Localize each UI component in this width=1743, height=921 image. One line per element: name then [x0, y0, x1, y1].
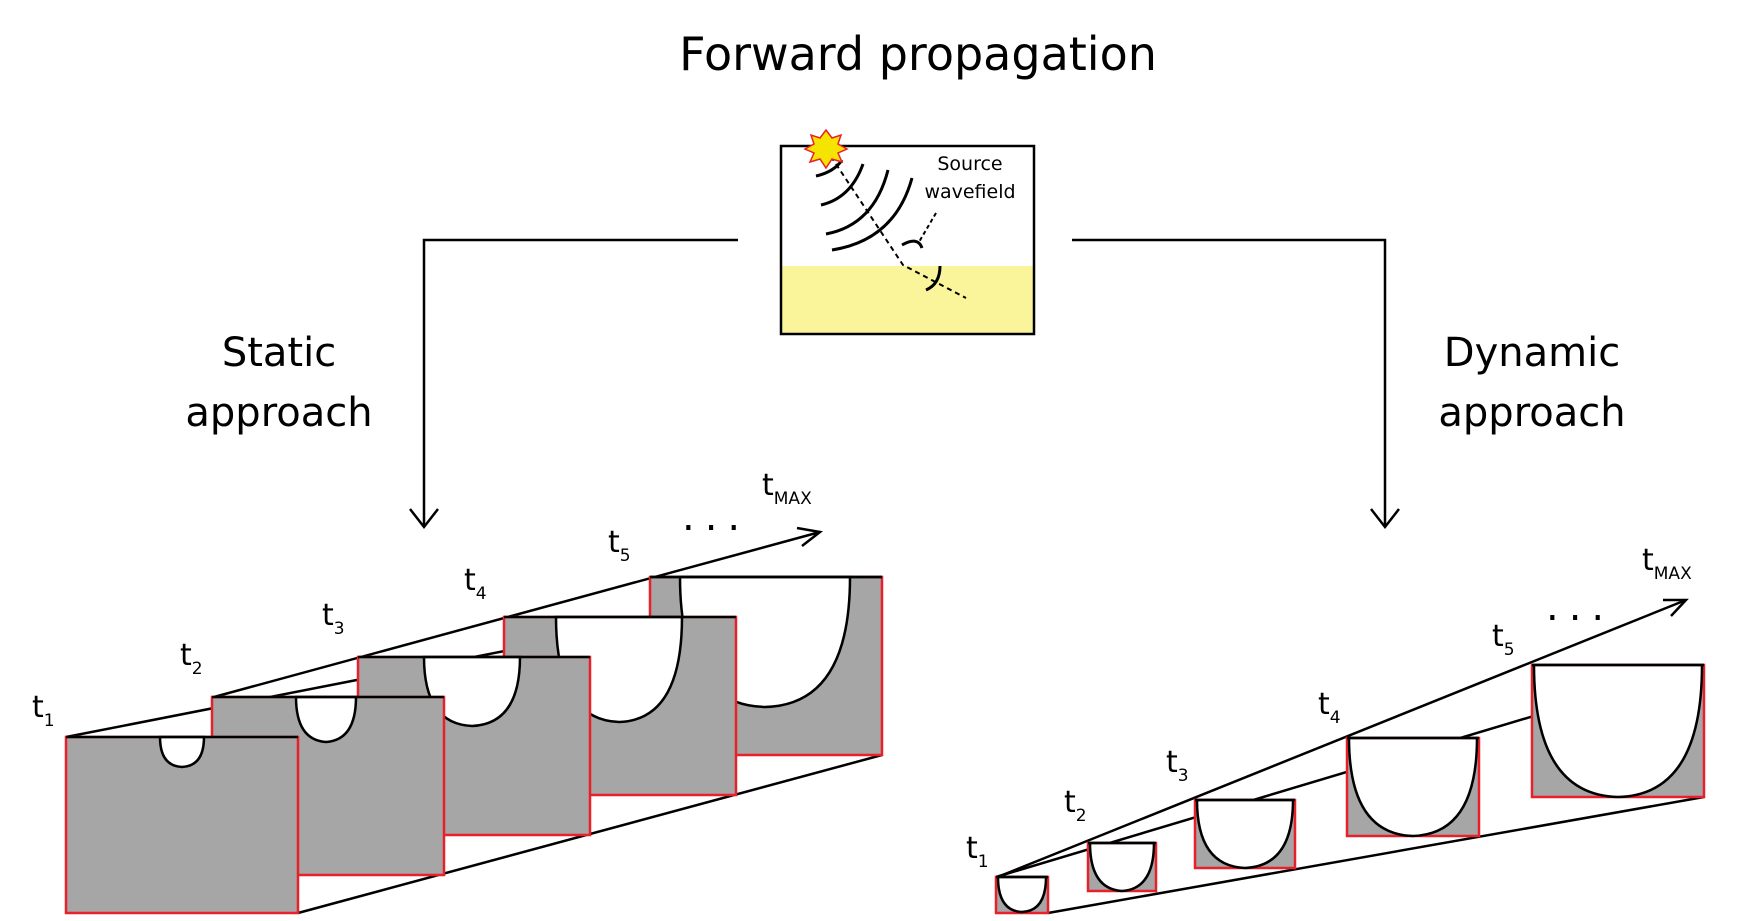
dynamic-frame-2	[1086, 841, 1158, 893]
static-time-label-5: t5	[608, 525, 631, 566]
dynamic-frame-1	[994, 875, 1050, 915]
static-time-label-4: t4	[464, 563, 487, 604]
static-time-label-3: t3	[322, 598, 345, 639]
static-tmax-label: tMAX	[762, 468, 812, 509]
dynamic-branch-arrow	[1072, 238, 1400, 530]
static-timeline-arrowhead	[796, 526, 823, 547]
ray-path	[825, 148, 967, 299]
static-timeline-arrow-line	[213, 530, 821, 699]
dynamic-time-label-4: t4	[1318, 687, 1341, 728]
source-burst-icon	[803, 128, 849, 170]
transmitted-arc	[901, 239, 924, 249]
dynamic-bottom-edge-line	[1047, 795, 1705, 915]
dynamic-approach-label-line1: Dynamic	[1444, 330, 1620, 376]
dynamic-time-label-5: t5	[1492, 619, 1515, 660]
source-label-line2: wavefield	[924, 181, 1015, 203]
medium-layer	[781, 266, 1034, 334]
dynamic-ellipsis: ...	[1546, 584, 1614, 630]
static-time-label-1: t1	[32, 690, 55, 731]
source-label-line1: Source	[937, 153, 1002, 175]
refracted-arc	[925, 265, 942, 292]
dynamic-time-label-3: t3	[1166, 745, 1189, 786]
static-frame-2	[64, 735, 300, 915]
dynamic-timeline-arrow-line	[999, 598, 1687, 878]
diagram-title: Forward propagation	[679, 27, 1157, 81]
dynamic-tmax-label: tMAX	[1642, 543, 1692, 584]
static-ellipsis: ...	[682, 494, 750, 540]
static-approach-label-line2: approach	[185, 390, 372, 436]
static-approach-label-line1: Static	[222, 330, 336, 376]
dynamic-time-label-1: t1	[966, 831, 989, 872]
label-pointer	[918, 212, 937, 243]
source-panel: Source wavefield	[779, 128, 1036, 336]
dynamic-frame-4	[1345, 736, 1481, 838]
static-branch-arrow	[409, 238, 738, 530]
dynamic-frame-3	[1193, 798, 1297, 870]
dynamic-approach-label-line2: approach	[1438, 390, 1625, 436]
dynamic-timeline-arrowhead	[1663, 598, 1689, 617]
dynamic-time-label-2: t2	[1064, 785, 1087, 826]
static-time-label-2: t2	[180, 638, 203, 679]
dynamic-approach-stack: t1 t2 t3 t4 t5 ... tMAX	[966, 543, 1706, 915]
static-approach-stack: t1 t2 t3 t4 t5 ... tMAX	[32, 468, 884, 915]
dynamic-frame-5	[1530, 663, 1706, 799]
